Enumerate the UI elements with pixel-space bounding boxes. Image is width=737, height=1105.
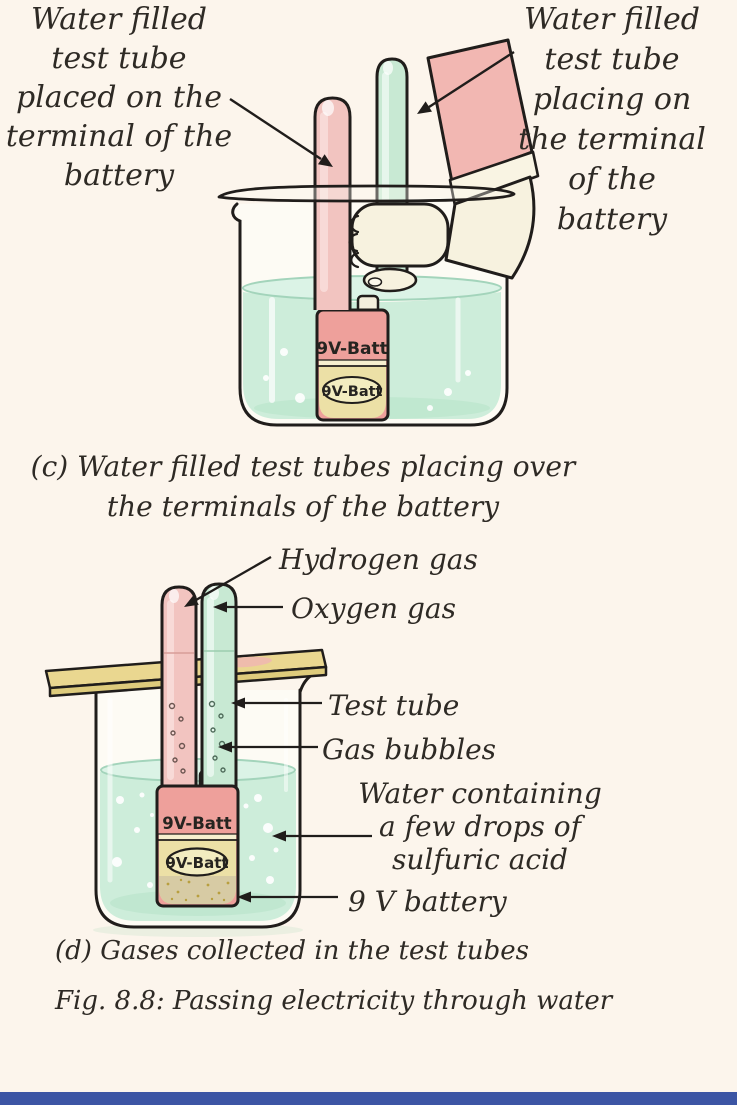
label-left-line2: test tube [51, 41, 187, 76]
water-note-line2: a few drops of [379, 810, 581, 843]
tube-gas-bubbles [168, 700, 226, 774]
label-right-line2: test tube [544, 42, 680, 77]
label-left-line5: battery [63, 158, 175, 193]
label-right-tube: Water filled test tube placing on the te… [492, 0, 732, 240]
forearm [444, 175, 536, 280]
battery-speckles [166, 878, 230, 902]
fist [350, 202, 450, 268]
panel-c-beaker-rim [217, 184, 516, 203]
arrow-hydrogen [195, 556, 272, 601]
panel-c-arrows [229, 50, 515, 167]
panel-d-battery: 9V-Batt 9V-Batt [155, 784, 240, 908]
label-left-line1: Water filled [31, 2, 207, 37]
panel-c-battery: 9V-Batt 9V-Batt [315, 294, 390, 422]
panel-c-pink-test-tube [313, 96, 352, 310]
caption-c-line2: the terminals of the battery [106, 490, 500, 523]
hand-placing-tube [348, 38, 540, 293]
label-right-line6: battery [556, 202, 668, 237]
caption-panel-d: (d) Gases collected in the test tubes [55, 936, 529, 966]
thumb-nail [367, 277, 383, 287]
cuff [448, 150, 540, 208]
caption-panel-c: (c) Water filled test tubes placing over… [8, 447, 598, 527]
panel-d-hydrogen-tube [160, 585, 198, 792]
label-test-tube: Test tube [328, 689, 460, 722]
label-right-line1: Water filled [524, 2, 700, 37]
caption-c-line1: (c) Water filled test tubes placing over [30, 450, 576, 483]
finger-lines [348, 214, 360, 269]
label-left-tube: Water filled test tube placed on the ter… [0, 0, 238, 195]
water-note-line1: Water containing [358, 777, 602, 810]
label-hydrogen-gas: Hydrogen gas [279, 543, 478, 576]
label-left-line4: terminal of the [5, 119, 233, 154]
arrow-left-tube [229, 97, 322, 161]
battery-c-top-label: 9V-Batt [316, 339, 388, 359]
label-right-line5: of the [568, 162, 656, 197]
label-right-line4: the terminal [518, 122, 706, 157]
figure-caption: Fig. 8.8: Passing electricity through wa… [55, 986, 613, 1016]
battery-d-top-label: 9V-Batt [162, 814, 231, 833]
water-note-line3: sulfuric acid [392, 843, 568, 876]
label-gas-bubbles: Gas bubbles [322, 733, 497, 766]
label-right-line3: placing on [532, 82, 692, 117]
water-bubbles-d [112, 792, 279, 888]
label-left-line3: placed on the [15, 80, 223, 115]
page-footer-bar [0, 1092, 737, 1105]
label-9v-battery: 9 V battery [348, 885, 507, 918]
battery-c-oval-label: 9V-Batt [322, 384, 383, 400]
battery-d-oval-label: 9V-Batt [165, 854, 228, 872]
label-oxygen-gas: Oxygen gas [291, 592, 456, 625]
label-water-note: Water containing a few drops of sulfuric… [352, 777, 608, 876]
panel-d-arrows [184, 556, 372, 903]
arrow-right-tube [428, 50, 515, 109]
panel-d-oxygen-tube [200, 582, 238, 792]
